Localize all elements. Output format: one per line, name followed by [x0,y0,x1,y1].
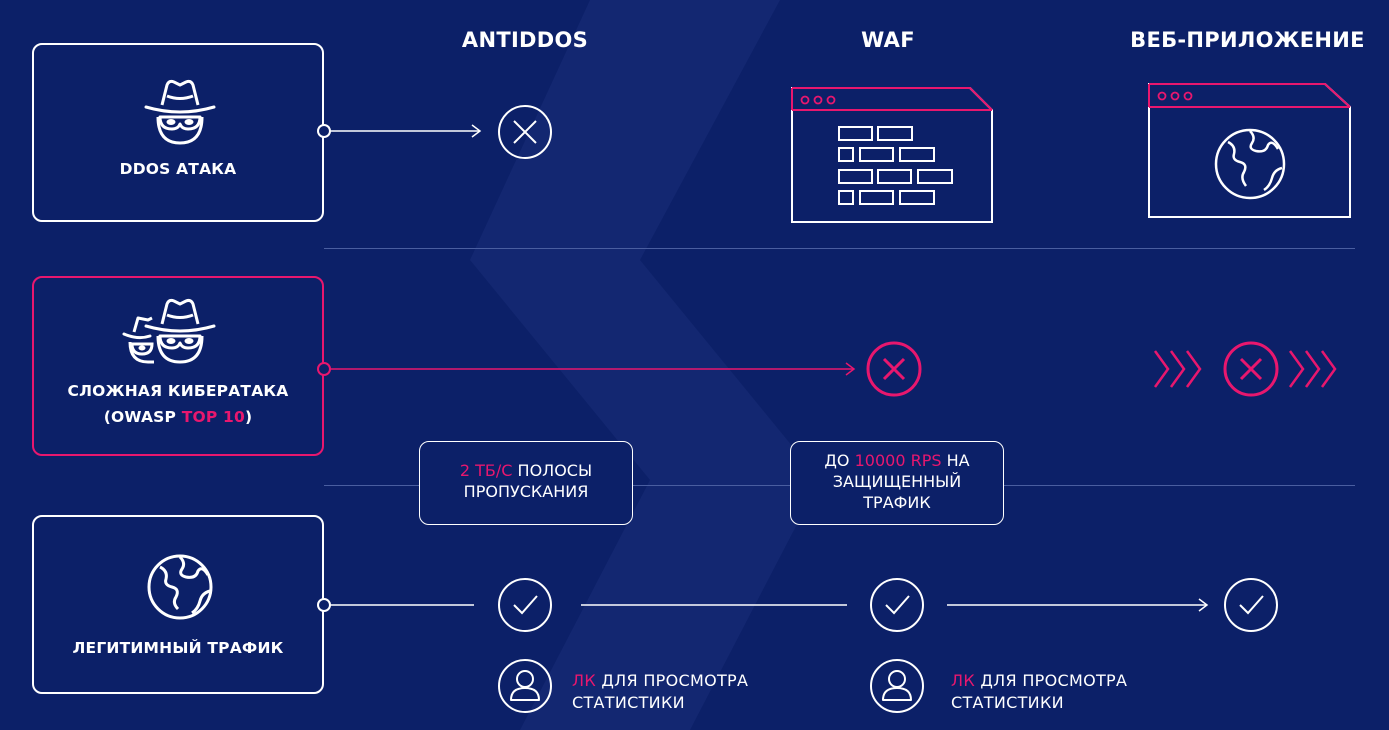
check-icon [870,578,924,632]
legit-flow-line [317,598,1209,612]
ddos-flow-line [317,124,482,138]
globe-icon [147,554,213,620]
check-icon [1224,578,1278,632]
complex-attack-line1: СЛОЖНАЯ КИБЕРАТАКА [67,382,289,400]
chevrons-right-icon [1288,350,1337,388]
stats-text-antiddos: ЛК ДЛЯ ПРОСМОТРА СТАТИСТИКИ [572,671,749,712]
waf-firewall-icon [791,87,993,223]
complex-attack-label: СЛОЖНАЯ КИБЕРАТАКА (OWASP TOP 10) [34,378,322,430]
bandwidth-info: 2 ТБ/С ПОЛОСЫ ПРОПУСКАНИЯ [419,441,633,525]
webapp-window-icon [1148,83,1351,218]
blocked-icon [498,105,552,159]
column-header-waf: WAF [861,28,915,52]
user-icon [870,659,924,713]
column-header-antiddos: ANTIDDOS [461,28,589,52]
hackers-group-icon [122,298,216,364]
check-icon [498,578,552,632]
row-divider-top [324,248,1355,249]
ddos-attack-label: DDOS АТАКА [119,160,237,178]
user-icon [498,659,552,713]
stats-text-waf: ЛК ДЛЯ ПРОСМОТРА СТАТИСТИКИ [951,671,1128,712]
blocked-icon [866,341,922,397]
complex-attack-box: СЛОЖНАЯ КИБЕРАТАКА (OWASP TOP 10) [32,276,324,456]
legit-traffic-label: ЛЕГИТИМНЫЙ ТРАФИК [72,639,284,657]
hacker-icon [144,79,216,145]
chevrons-left-icon [1153,350,1202,388]
column-header-webapp: ВЕБ-ПРИЛОЖЕНИЕ [1130,28,1365,52]
complex-flow-line [317,362,856,376]
blocked-icon [1223,341,1279,397]
rps-info: ДО 10000 RPS НА ЗАЩИЩЕННЫЙ ТРАФИК [790,441,1004,525]
complex-attack-line2: (OWASP TOP 10) [103,408,253,426]
